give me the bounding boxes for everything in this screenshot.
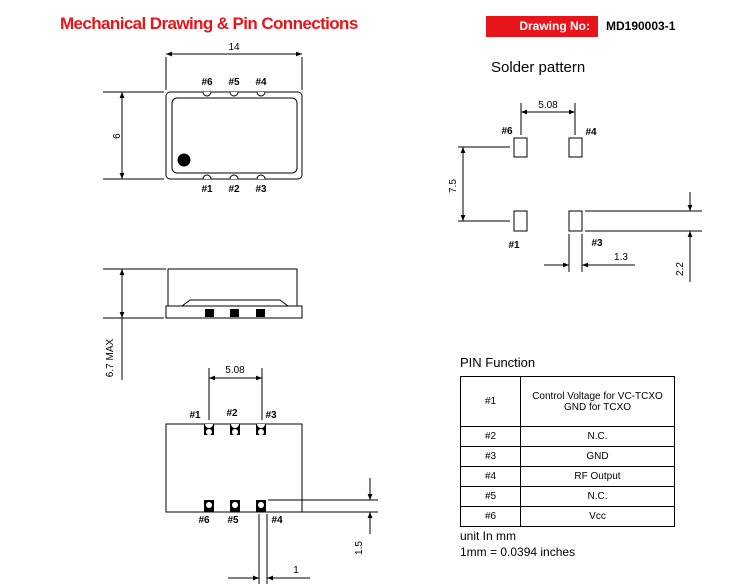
table-row: #2 N.C. [460,426,675,447]
side-height-dim: 6.7 MAX [105,339,116,378]
pin-number-cell: #3 [460,446,521,467]
pin-number-cell: #6 [460,506,521,527]
bottom-view [165,368,378,584]
bottom-pads-top-row [204,424,266,435]
top-pin-label-6: #6 [201,77,213,88]
top-pin-label-1: #1 [201,184,213,195]
pin-function-title: PIN Function [460,355,536,370]
pin-function-cell: N.C. [520,486,675,507]
solder-label-1: #1 [508,240,520,251]
side-pad-2 [230,309,239,317]
bottom-pin-label-3: #3 [265,410,277,421]
table-row: #6 Vcc [460,506,675,527]
solder-row-spacing-dim: 7.5 [448,179,459,193]
pin-number-cell: #5 [460,486,521,507]
solder-label-4: #4 [585,127,597,138]
top-height-dim: 9 [110,133,121,139]
top-width-dim: 14 [228,42,240,53]
top-pin-label-2: #2 [228,184,240,195]
pin-function-cell: RF Output [520,466,675,487]
bottom-pin-label-2: #2 [226,408,238,419]
solder-pitch-dim: 5.08 [538,100,558,111]
side-view [103,268,303,380]
function-line: GND for TCXO [563,401,632,413]
pin-function-cell: GND [520,446,675,467]
solder-pad-length-dim: 2.2 [675,262,686,276]
solder-pattern-title: Solder pattern [491,59,586,76]
top-view [103,51,303,180]
pin-number-cell: #1 [460,376,521,427]
unit-note: unit In mm [460,529,517,543]
function-line: Control Voltage for VC-TCXO [532,390,663,402]
solder-label-6: #6 [501,126,513,137]
drawing-no-label: Drawing No: [486,16,598,37]
top-pin-label-4: #4 [255,77,267,88]
bottom-pitch-dim: 5.08 [225,365,245,376]
bottom-pin-label-4: #4 [271,515,283,526]
pin-number-cell: #4 [460,466,521,487]
table-row: #4 RF Output [460,466,675,487]
drawing-title: Mechanical Drawing & Pin Connections [60,14,358,33]
bottom-pin-label-5: #5 [227,515,239,526]
solder-pad-width-dim: 1.3 [614,252,628,263]
unit-conversion-note: 1mm = 0.0394 inches [460,545,576,559]
bottom-pads-bottom-row [204,500,266,512]
bottom-pin-label-1: #1 [189,410,201,421]
pin-function-cell: N.C. [520,426,675,447]
side-pad-1 [205,309,214,317]
top-pin-label-3: #3 [255,184,267,195]
top-pin-label-5: #5 [228,77,240,88]
bottom-pad-width-dim: 1 [293,565,299,576]
solder-pattern [458,103,702,282]
table-row: #5 N.C. [460,486,675,507]
solder-label-3: #3 [591,238,603,249]
pin1-marker-dot [177,153,191,167]
bottom-pad-height-dim: 1.5 [354,541,365,555]
table-row: #3 GND [460,446,675,467]
pin-function-cell: Vcc [520,506,675,527]
side-pad-3 [256,309,265,317]
drawing-no-value: MD190003-1 [606,19,676,33]
pin-number-cell: #2 [460,426,521,447]
bottom-pin-label-6: #6 [198,515,210,526]
